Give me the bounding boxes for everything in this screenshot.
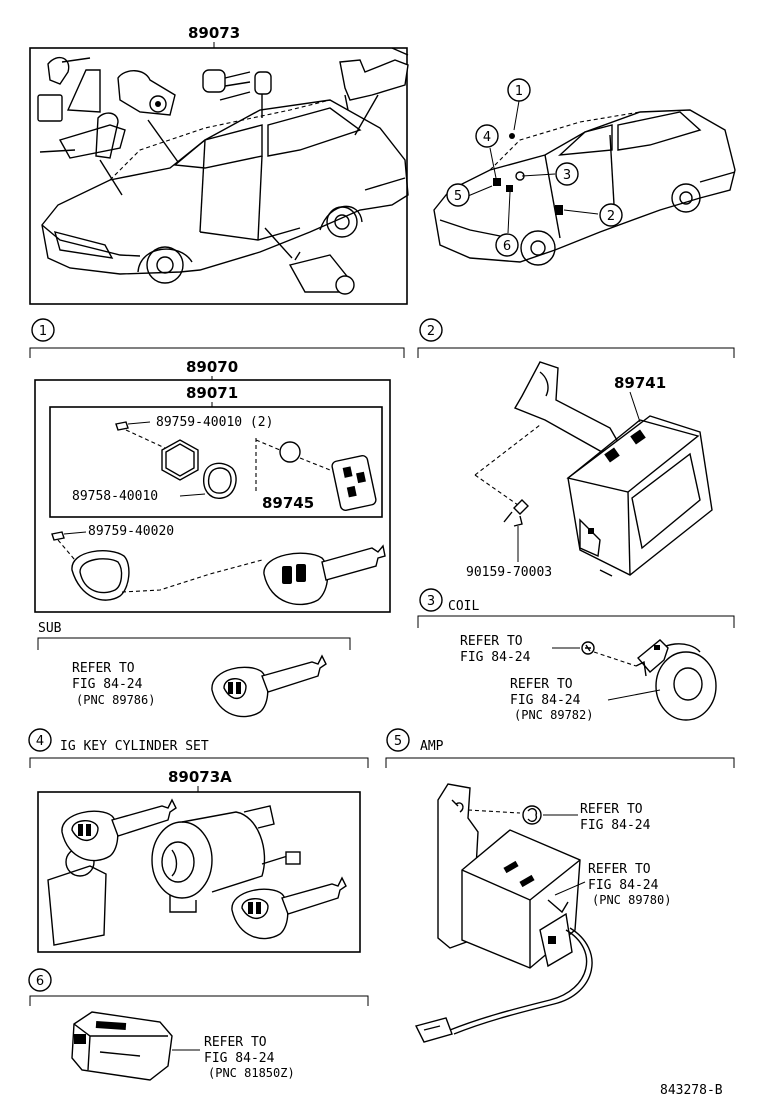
section4-number-circle <box>28 728 52 752</box>
section5-refer-a-line2: FIG 84-24 <box>580 818 651 833</box>
part-label-ecu: 89741 <box>614 374 666 392</box>
section5-title: AMP <box>420 739 444 754</box>
section1-assembly-frame <box>34 379 391 613</box>
coil-illustration <box>552 639 717 721</box>
section5-refer-b-line3: (PNC 89780) <box>592 893 671 907</box>
sub-refer-line1: REFER TO <box>72 661 135 676</box>
transmitter-parts <box>51 421 386 606</box>
section5-refer-b-line1: REFER TO <box>588 862 651 877</box>
section3-refer-b-line3: (PNC 89782) <box>514 708 593 722</box>
section3-number-circle <box>419 588 443 612</box>
ecu-illustration <box>474 361 713 577</box>
sub-refer-line3: (PNC 89786) <box>76 693 155 707</box>
sub-label: SUB <box>38 621 62 636</box>
section3-refer-a-line2: FIG 84-24 <box>460 650 531 665</box>
section4-frame <box>37 791 361 953</box>
section1-sub-assembly-number: 89071 <box>186 384 238 402</box>
key-cylinder-set-illustration <box>47 798 347 946</box>
section4-bracket <box>29 757 369 768</box>
section2-number: 2 <box>427 324 435 339</box>
section3-bracket <box>417 615 735 628</box>
top-part-number: 89073 <box>188 24 240 42</box>
overview-callout-3 <box>555 162 579 186</box>
section5-number: 5 <box>394 734 402 749</box>
section3-number: 3 <box>427 594 435 609</box>
section3-title: COIL <box>448 599 479 614</box>
section5-refer-a-line1: REFER TO <box>580 802 643 817</box>
section6-refer-line1: REFER TO <box>204 1035 267 1050</box>
section2-bracket <box>417 347 735 358</box>
amp-illustration <box>414 783 593 1043</box>
section1-number: 1 <box>39 324 47 339</box>
section3-refer-b-line2: FIG 84-24 <box>510 693 581 708</box>
section6-refer-line3: (PNC 81850Z) <box>208 1066 295 1080</box>
overview-callout-1-label: 1 <box>515 84 523 99</box>
overview-callout-5-label: 5 <box>454 189 462 204</box>
section5-refer-b-line2: FIG 84-24 <box>588 878 659 893</box>
part-label-screw-a: 89759-40010 (2) <box>156 415 273 430</box>
sub-bracket <box>37 637 351 650</box>
section6-refer-line2: FIG 84-24 <box>204 1051 275 1066</box>
section2-number-circle <box>419 318 443 342</box>
part-label-transmitter: 89745 <box>262 494 314 512</box>
overview-callout-2 <box>599 203 623 227</box>
overview-callout-3-label: 3 <box>563 168 571 183</box>
part-label-screw-b: 89759-40020 <box>88 524 174 539</box>
section6-number-circle <box>28 968 52 992</box>
overview-callout-5 <box>446 183 470 207</box>
section4-title: IG KEY CYLINDER SET <box>60 739 209 754</box>
section1-number-circle <box>31 318 55 342</box>
overview-callout-4 <box>475 124 499 148</box>
section6-number: 6 <box>36 974 44 989</box>
overview-callout-6-label: 6 <box>503 239 511 254</box>
sub-key-illustration <box>211 654 327 718</box>
section4-part-number: 89073A <box>168 768 232 786</box>
section1-assembly-number: 89070 <box>186 358 238 376</box>
part-label-gasket: 89758-40010 <box>72 489 158 504</box>
section1-sub-assembly-frame <box>49 406 383 518</box>
part-label-ecu-screw: 90159-70003 <box>466 565 552 580</box>
section3-refer-a-line1: REFER TO <box>460 634 523 649</box>
section6-bracket <box>29 995 369 1006</box>
overview-callout-1 <box>507 78 531 102</box>
section3-refer-b-line1: REFER TO <box>510 677 573 692</box>
section1-bracket <box>29 347 405 358</box>
diagram-id: 843278-B <box>660 1083 723 1098</box>
sensor-module-illustration <box>71 1011 200 1081</box>
overview-callout-4-label: 4 <box>483 130 491 145</box>
top-car-illustration <box>37 47 409 295</box>
overview-callouts: 1 2 3 4 5 6 <box>446 78 623 257</box>
section5-number-circle <box>386 728 410 752</box>
overview-callout-2-label: 2 <box>607 209 615 224</box>
section4-number: 4 <box>36 734 44 749</box>
overview-callout-6 <box>495 233 519 257</box>
sub-refer-line2: FIG 84-24 <box>72 677 143 692</box>
section5-bracket <box>385 757 735 768</box>
